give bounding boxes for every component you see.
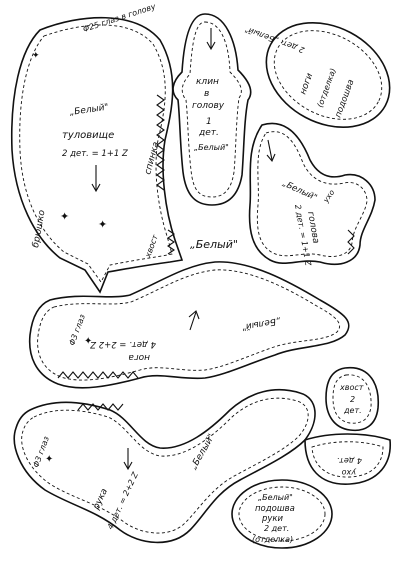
arm-mark: ✦	[45, 454, 53, 465]
tail-count-1: 2	[350, 395, 355, 404]
piece-ear: 4 дет. ухо	[304, 433, 391, 485]
body-mark-3: ✦	[32, 51, 40, 61]
hand-sole-name-1: подошва	[255, 504, 295, 514]
piece-body: Φ25 глаз в голову „Белый" туловище 2 дет…	[10, 2, 184, 294]
hand-sole-count: 2 дет.	[264, 524, 289, 533]
body-name-label: туловище	[62, 130, 114, 141]
piece-hand-sole: „Белый" подошва руки 2 дет. (отделка)	[231, 479, 333, 549]
gusset-name-2: в	[204, 89, 209, 99]
head-hatching	[347, 229, 355, 255]
gusset-fabric: „Белый"	[194, 143, 229, 152]
body-count-label: 2 дет. = 1+1 Z	[62, 149, 128, 159]
gusset-count-2: дет.	[198, 128, 219, 138]
arm-hatching	[77, 403, 124, 411]
piece-arm: Φ3 глаз ✦ рука 4 дет. = 2+2 Z „Белый"	[13, 389, 316, 544]
tail-count-2: дет.	[343, 406, 362, 415]
tail-name: хвост	[339, 383, 364, 392]
hand-sole-trim: (отделка)	[252, 535, 293, 544]
leg-name-label: нога	[128, 352, 150, 362]
leg-mark: ✦	[84, 336, 92, 347]
standalone-fabric-label: „Белый"	[190, 238, 238, 251]
piece-leg: Φ3 глаз ✦ „Белый" нога 4 дет. = 2+2 Z	[28, 261, 350, 389]
leg-hatching	[57, 371, 139, 379]
hand-sole-fabric: „Белый"	[258, 493, 293, 502]
piece-tail: хвост 2 дет.	[325, 367, 380, 432]
gusset-count-1: 1	[206, 117, 212, 127]
leg-count-label: 4 дет. = 2+2 Z	[90, 339, 156, 349]
gusset-name-1: клин	[196, 77, 219, 87]
tail-hatching	[167, 229, 175, 255]
body-mark-2: ✦	[98, 218, 107, 231]
ear-name: ухо	[342, 468, 357, 477]
piece-head-gusset: клин в голову 1 дет. „Белый"	[172, 13, 252, 206]
hand-sole-name-2: руки	[261, 514, 284, 524]
back-hatching	[156, 94, 165, 191]
piece-head: „Белый" голова 2 дет. = 1+1 Z ухо	[248, 122, 376, 267]
ear-count: 4 дет.	[337, 456, 362, 465]
body-mark-1: ✦	[60, 210, 69, 223]
gusset-name-3: голову	[192, 101, 225, 111]
